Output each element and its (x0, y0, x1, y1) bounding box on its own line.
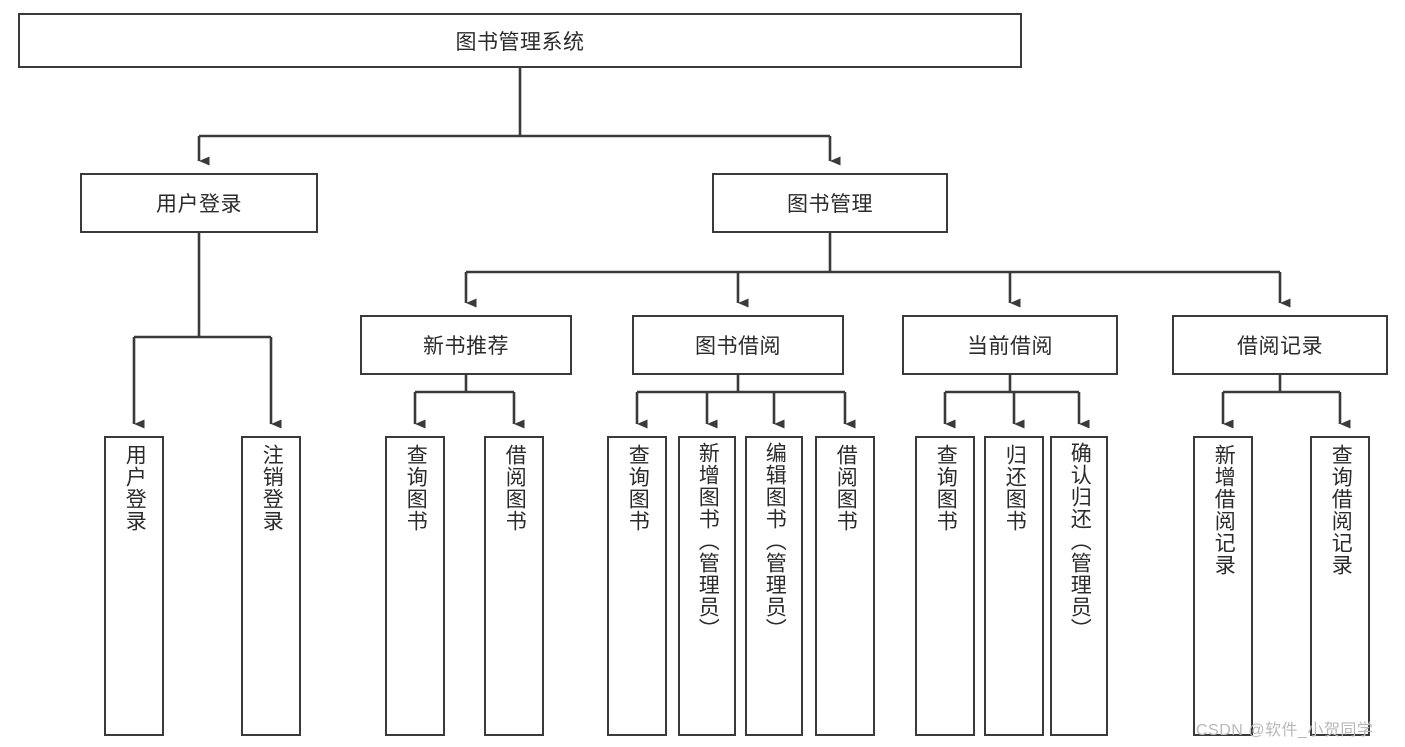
leaf-borrow-book-recommend[interactable]: 借阅图书 (484, 436, 544, 736)
leaf-confirm-return-admin[interactable]: 确认归还（管理员） (1050, 436, 1108, 736)
csdn-watermark: CSDN @软件_小贺同学 (1196, 722, 1374, 739)
leaf-query-book-recommend[interactable]: 查询图书 (385, 436, 445, 736)
leaf-edit-book-admin[interactable]: 编辑图书（管理员） (745, 436, 803, 736)
node-current-borrow[interactable]: 当前借阅 (902, 315, 1118, 375)
leaf-query-book-borrow[interactable]: 查询图书 (607, 436, 667, 736)
node-user-login[interactable]: 用户登录 (80, 173, 318, 233)
node-book-manage[interactable]: 图书管理 (712, 173, 948, 233)
leaf-add-borrow-record[interactable]: 新增借阅记录 (1193, 436, 1253, 736)
node-new-book-recommend[interactable]: 新书推荐 (360, 315, 572, 375)
leaf-query-book-current[interactable]: 查询图书 (915, 436, 975, 736)
node-borrow-record[interactable]: 借阅记录 (1172, 315, 1388, 375)
leaf-borrow-book[interactable]: 借阅图书 (815, 436, 875, 736)
node-book-borrow[interactable]: 图书借阅 (632, 315, 844, 375)
node-root[interactable]: 图书管理系统 (18, 13, 1022, 68)
leaf-user-logout[interactable]: 注销登录 (241, 436, 301, 736)
leaf-return-book[interactable]: 归还图书 (984, 436, 1044, 736)
leaf-query-borrow-record[interactable]: 查询借阅记录 (1310, 436, 1370, 736)
leaf-add-book-admin[interactable]: 新增图书（管理员） (678, 436, 736, 736)
leaf-user-login[interactable]: 用户登录 (104, 436, 164, 736)
